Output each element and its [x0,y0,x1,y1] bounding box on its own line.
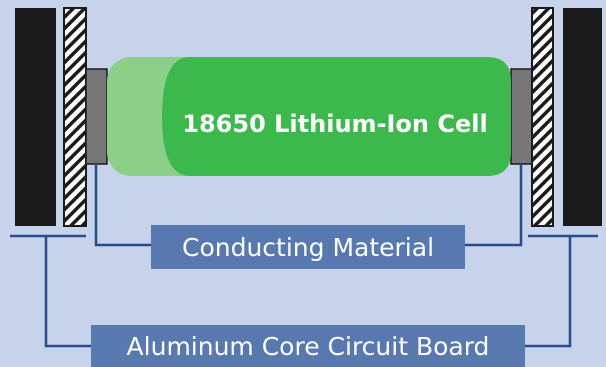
cell-body [162,57,511,176]
circuit-board-label: Aluminum Core Circuit Board [91,325,525,367]
right-heat-sink [563,8,602,226]
conducting-material-label: Conducting Material [151,225,465,269]
cell-label: 18650 Lithium-Ion Cell [182,110,488,138]
right-conducting-pad [510,68,533,165]
connector-lines [10,164,598,348]
left-hatched-layer [63,7,87,227]
left-conducting-pad [85,68,108,165]
left-heat-sink [15,8,56,226]
right-hatched-layer [531,7,554,227]
